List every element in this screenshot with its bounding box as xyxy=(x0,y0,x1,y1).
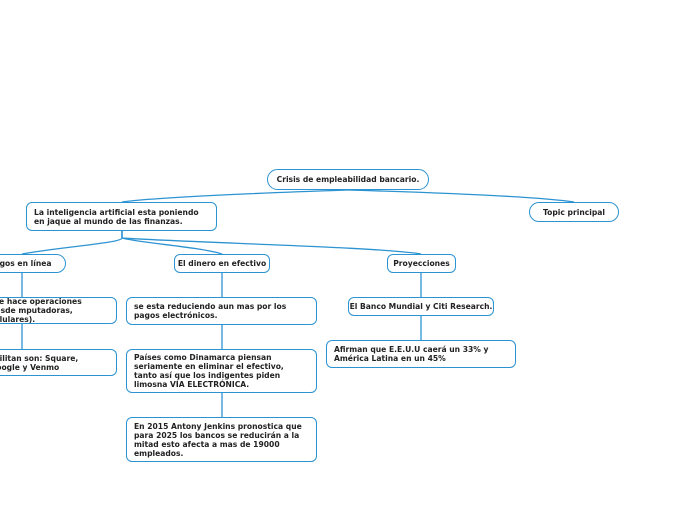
dinero-title-node[interactable]: El dinero en efectivo xyxy=(174,254,270,273)
pagos-node-1[interactable]: nte hace operaciones desde mputadoras, c… xyxy=(0,297,117,324)
proy-title-node[interactable]: Proyecciones xyxy=(387,254,456,273)
proy-node-1[interactable]: El Banco Mundial y Citi Research. xyxy=(348,297,494,316)
pagos-node-2[interactable]: acilitan son: Square, Google y Venmo xyxy=(0,349,117,376)
link-root-main xyxy=(121,189,349,203)
main-topic-node[interactable]: La inteligencia artificial esta poniendo… xyxy=(26,202,217,231)
link-main-pagos xyxy=(21,231,123,255)
dinero-node-1[interactable]: se esta reduciendo aun mas por los pagos… xyxy=(126,297,317,325)
link-root-topic xyxy=(347,189,575,203)
pagos-title-node[interactable]: agos en línea xyxy=(0,254,66,273)
root-node[interactable]: Crisis de empleabilidad bancario. xyxy=(267,169,429,190)
dinero-node-2[interactable]: Países como Dinamarca piensan seriamente… xyxy=(126,349,317,393)
topic-node[interactable]: Topic principal xyxy=(529,202,619,222)
dinero-node-3[interactable]: En 2015 Antony Jenkins pronostica que pa… xyxy=(126,417,317,462)
proy-node-2[interactable]: Afirman que E.E.U.U caerá un 33% y Améri… xyxy=(326,340,516,368)
link-main-proy xyxy=(121,231,422,255)
